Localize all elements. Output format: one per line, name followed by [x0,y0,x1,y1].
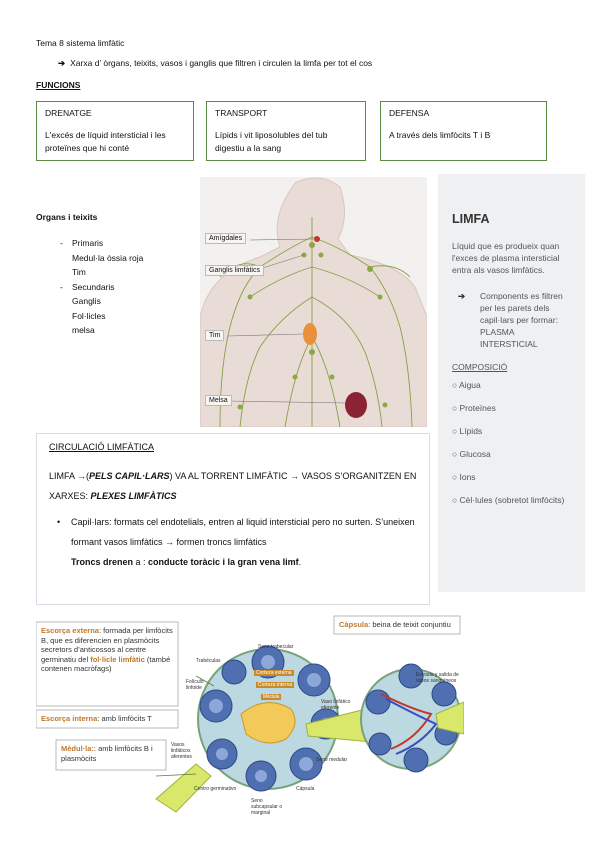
label-seno-subcapsular: Seno subcapsular o marginal [251,798,283,816]
list-item: Ganglis [72,296,101,306]
text-bold: fol·licle limfàtic [90,654,145,664]
composicio-heading: COMPOSICIÓ [452,362,508,372]
medula-label: Mèdul·la:: amb limfòcits B i plasmòcits [61,744,165,763]
circulacio-bullet: • Capil·lars: formats cel endotelials, e… [49,512,417,572]
arrow-icon: ➔ [58,58,66,68]
limfa-components: ➔ Components es filtren per les parets d… [452,290,571,350]
list-item: Tim [72,267,86,277]
funcio-drenatge-box: DRENATGE L'excés de líquid intersticial … [36,101,194,161]
lymph-node-svg [35,615,465,813]
circulacio-heading: CIRCULACIÓ LIMFÀTICA [49,442,155,452]
text-part: . [298,557,302,567]
text-bold: Càpsula [339,620,369,629]
text-part: LIMFA →( [49,471,90,481]
text-part: : amb limfòcits T [97,714,152,723]
label-trabeculas: Trabéculas [196,658,221,664]
label-seno-trabecular: Seno trabecular [258,644,294,650]
lymph-node-illustration: Escorça externa: formada per limfòcits B… [35,614,465,824]
text-em: PLEXES LIMFÀTICS [90,491,177,501]
capsula-label: Càpsula: beina de teixit conjuntiu [339,620,451,629]
funcio-defensa-box: DEFENSA A través dels limfòcits T i B [380,101,547,161]
limfa-panel: LIMFA Líquid que es produeix quan l'exce… [438,174,585,592]
label-seno-medular: Seno medular [316,757,348,763]
composicio-list: ○ Aigua ○ Proteïnes ○ Lípids ○ Glucosa ○… [452,380,571,506]
funcio-text: Lípids i vit liposolubles del tub digest… [215,130,328,153]
list-item: Medul·la òssia roja [72,252,144,263]
limfa-heading: LIMFA [452,212,490,226]
text-bold: Mèdul·la: [61,744,94,753]
text-part: : amb limfòcits B i plasmòcits [61,744,153,763]
intro-text: Xarxa d’ òrgans, teixits, vasos i gangli… [70,58,373,68]
bullet-icon: • [57,517,61,527]
text-bold: Escorça interna [41,714,98,723]
arrow-icon: ➔ [458,291,466,301]
label-medula: Médula [261,694,282,700]
funcio-transport-box: TRANSPORT Lípids i vit liposolubles del … [206,101,366,161]
list-item: ○ Glucosa [452,449,491,459]
list-item: ○ Ions [452,472,476,482]
organs-heading: Organs i teixits [36,212,98,222]
organs-list: -Primaris Medul·la òssia roja Tim -Secun… [36,236,143,338]
label-foliculo: Folículo linfoide [186,679,204,691]
funcions-heading: FUNCIONS [36,80,81,90]
label-corteza-interna: Corteza interna [256,682,295,688]
text-part: ) VA AL TORRENT LIMFÀTIC → VASOS S’ORGAN… [49,471,417,501]
text-bold: Troncs drenen [71,557,134,567]
label-melsa: Melsa [205,395,232,406]
list-item: ○ Cèl·lules (sobretot limfòcits) [452,495,565,505]
funcio-title: DRENATGE [45,108,92,118]
list-item: ○ Aigua [452,380,481,390]
label-amigdales: Amígdales [205,233,247,244]
list-item: ○ Lípids [452,426,483,436]
page-title: Tema 8 sistema limfàtic [36,38,125,48]
body-svg [200,177,427,427]
label-tim: Tim [205,330,225,341]
components-text: Components es filtren per les parets del… [480,291,563,349]
escorca-externa-label: Escorça externa: formada per limfòcits B… [41,626,173,674]
intro-line: ➔ Xarxa d’ òrgans, teixits, vasos i gangl… [58,58,372,69]
label-corteza-externa: Corteza externa [254,670,294,676]
text-em: PELS CAPIL·LARS [89,471,170,481]
circulacio-box: CIRCULACIÓ LIMFÀTICA LIMFA →(PELS CAPIL·… [36,433,430,605]
label-capsula: Cápsula [296,786,315,792]
troncs-text: Troncs drenen a : conducte toràcic i la … [71,552,417,572]
capillars-text: Capil·lars: formats cel endotelials, ent… [71,517,415,547]
text-part: (també contenen macròfags) [41,654,171,674]
text-part: : formada per limfòcits B, que es difere… [41,626,173,664]
escorca-interna-label: Escorça interna: amb limfòcits T [41,714,152,723]
list-dash: - [60,238,63,248]
funcio-text: A través dels limfòcits T i B [389,130,491,140]
funcio-title: TRANSPORT [215,108,268,118]
funcio-text: L'excés de líquid intersticial i les pro… [45,130,166,153]
circulacio-line: LIMFA →(PELS CAPIL·LARS) VA AL TORRENT L… [49,466,417,506]
list-item: melsa [72,325,95,335]
label-entrada-salida: Entrada y salida de vasos sanguíneos [416,672,459,684]
text-bold: Escorça externa [41,626,99,635]
text-part: : beina de teixit conjuntiu [368,620,451,629]
label-centro-germinativo: Centro germinativo [194,786,237,792]
list-item: Fol·licles [72,310,106,321]
lymphatic-body-illustration: Amígdales Ganglis limfàtics Tim Melsa [200,177,427,427]
organs-secundaris: Secundaris [72,281,115,292]
funcio-title: DEFENSA [389,108,430,118]
label-vaso-eferente: Vaso linfático eferente [321,699,351,711]
text-bold: conducte toràcic i la gran vena limf [148,557,299,567]
text-part: a : [133,557,149,567]
label-ganglis: Ganglis limfàtics [205,265,264,276]
list-dash: - [60,281,63,292]
limfa-description: Líquid que es produeix quan l'exces de p… [452,241,560,275]
list-item: ○ Proteïnes [452,403,496,413]
organs-primaris: Primaris [72,238,104,248]
label-vasos-aferentes: Vasos linfáticos aferentes [171,742,192,760]
